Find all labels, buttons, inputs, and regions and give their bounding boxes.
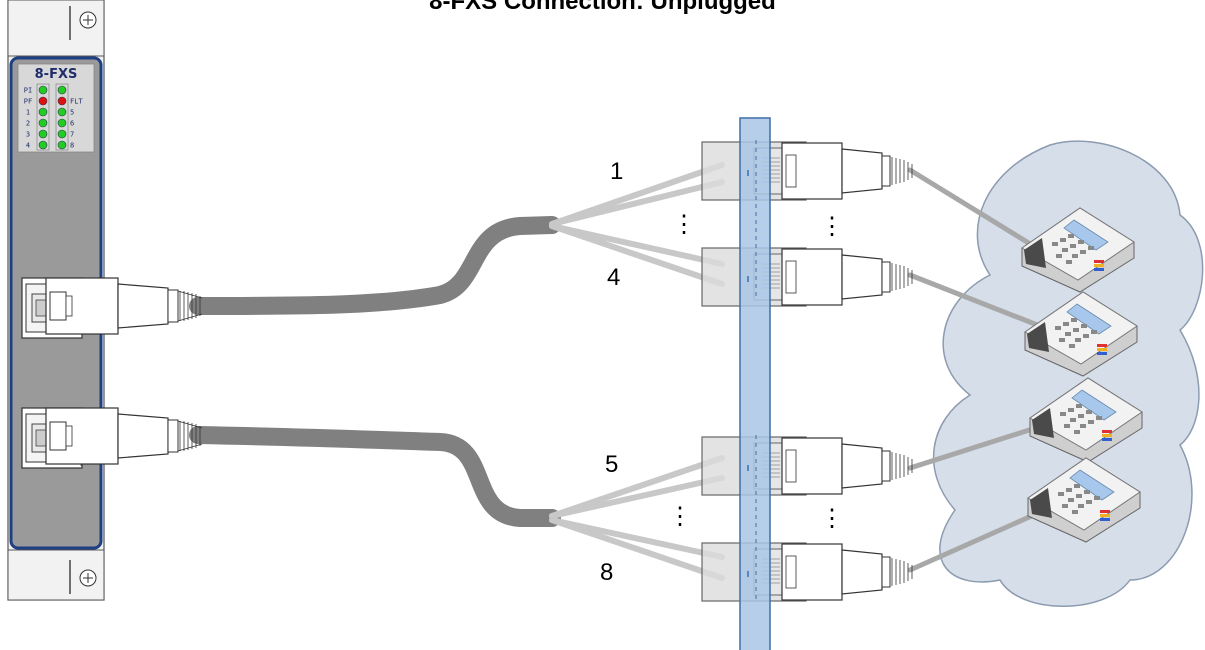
- module-name: 8-FXS: [35, 67, 78, 82]
- led-column-frame: [36, 83, 50, 151]
- led-right: [57, 129, 67, 139]
- ellipsis-bottom-right: ⋮: [820, 505, 844, 532]
- diagram-title: 8-FXS Connection: Unplugged: [429, 0, 776, 15]
- led-left: [38, 118, 48, 128]
- led-label-right: 7: [70, 131, 74, 139]
- patch-plug-4: [781, 248, 913, 306]
- led-label-right: 6: [70, 120, 74, 128]
- ellipsis-bottom-left: ⋮: [668, 503, 692, 530]
- led-right: [57, 85, 67, 95]
- port-label-4: 4: [607, 264, 620, 291]
- port-label-5: 5: [605, 451, 618, 478]
- fanout-cables-bottom: [549, 455, 725, 581]
- led-column-frame: [55, 83, 69, 151]
- port-label-8: 8: [600, 559, 613, 586]
- led-label-left: PI: [24, 87, 32, 95]
- trunk-cable-2: [189, 426, 561, 527]
- led-left: [38, 129, 48, 139]
- patch-plug-8: [781, 543, 913, 601]
- led-label-left: 1: [26, 109, 30, 117]
- ellipsis-top-left: ⋮: [672, 211, 696, 238]
- module-plug-2: [45, 407, 203, 465]
- module-plug-1: [45, 277, 203, 335]
- port-label-1: 1: [610, 158, 623, 185]
- led-left: [38, 140, 48, 150]
- led-label-left: PF: [24, 98, 32, 106]
- led-label-left: 3: [26, 131, 30, 139]
- led-label-right: 5: [70, 109, 74, 117]
- fanout-cables-top: [549, 162, 725, 287]
- module-leds: PI PF FLT 1 5 2 6 3 7 4 8: [24, 83, 83, 151]
- trunk-cable-1: [189, 216, 561, 315]
- ellipsis-top-right: ⋮: [820, 213, 844, 240]
- led-label-right: FLT: [70, 98, 83, 106]
- led-label-left: 2: [26, 120, 30, 128]
- led-label-right: 8: [70, 142, 74, 150]
- led-left: [38, 85, 48, 95]
- phone-cables: [907, 167, 1048, 573]
- patch-plug-1: [781, 142, 913, 200]
- led-label-left: 4: [26, 142, 30, 150]
- patch-plug-5: [781, 437, 913, 495]
- patch-panel: [739, 117, 771, 650]
- led-left: [38, 107, 48, 117]
- led-left: [38, 96, 48, 106]
- led-right: [57, 107, 67, 117]
- led-right: [57, 140, 67, 150]
- led-right: [57, 118, 67, 128]
- led-right: [57, 96, 67, 106]
